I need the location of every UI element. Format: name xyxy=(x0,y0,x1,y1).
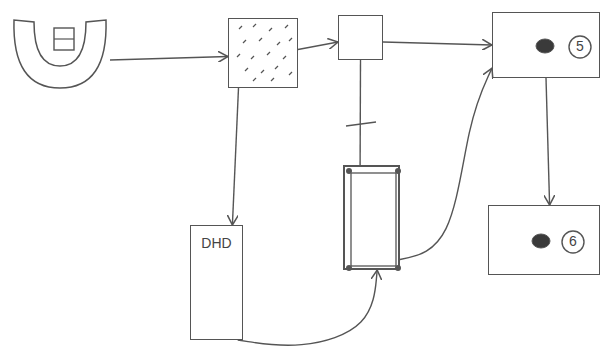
flow-arrow xyxy=(383,42,492,45)
sketch-box: DHD xyxy=(190,225,243,340)
texture-mark xyxy=(275,66,278,69)
flow-arrow xyxy=(298,42,338,50)
inner-block xyxy=(54,28,74,50)
flow-arrow xyxy=(238,270,378,345)
texture-mark xyxy=(261,70,264,73)
node-outline xyxy=(345,167,398,268)
corner-dot xyxy=(346,265,352,271)
texture-mark xyxy=(253,24,256,27)
callout-number: 6 xyxy=(569,234,577,249)
node-outline xyxy=(229,19,297,87)
texture-mark xyxy=(277,42,280,45)
callout-number: 5 xyxy=(576,39,584,54)
node-outline xyxy=(10,12,110,92)
number-circle xyxy=(569,36,591,58)
texture-mark xyxy=(237,54,240,57)
corner-dot xyxy=(395,168,401,174)
sketch-box xyxy=(343,165,400,270)
sketch-box: 5 xyxy=(492,12,600,78)
number-circle xyxy=(562,231,584,253)
texture-mark xyxy=(267,52,270,55)
dark-oval xyxy=(532,234,550,248)
dark-oval xyxy=(536,39,554,53)
node-outline xyxy=(339,16,382,59)
flow-arrow xyxy=(232,88,238,225)
flow-arrow xyxy=(546,78,550,205)
texture-mark xyxy=(245,68,248,71)
number-circle-node: 6 xyxy=(561,230,585,254)
corner-dot xyxy=(395,265,401,271)
texture-mark xyxy=(271,78,274,81)
u-holder xyxy=(14,20,106,88)
texture-mark xyxy=(251,56,254,59)
texture-mark xyxy=(289,38,292,41)
flow-arrow xyxy=(400,68,492,259)
texture-mark xyxy=(285,25,288,28)
texture-mark xyxy=(283,56,286,59)
sketch-box xyxy=(228,18,298,88)
inner-frame xyxy=(351,173,396,266)
box-label: DHD xyxy=(201,236,231,251)
number-circle-node: 5 xyxy=(568,35,592,59)
texture-mark xyxy=(253,78,256,81)
flow-arrow xyxy=(110,57,228,61)
inner-block-line xyxy=(54,38,74,39)
texture-mark xyxy=(259,38,262,41)
sketch-box xyxy=(338,15,383,60)
texture-mark xyxy=(269,28,272,31)
texture-mark xyxy=(243,40,246,43)
node-outline xyxy=(489,206,599,274)
corner-dot xyxy=(346,168,352,174)
texture-mark xyxy=(289,72,292,75)
flow-arrow xyxy=(359,60,361,165)
texture-mark xyxy=(239,26,242,29)
sketch-box xyxy=(10,12,110,92)
post-crossbar xyxy=(346,122,376,126)
sketch-box: 6 xyxy=(488,205,600,275)
